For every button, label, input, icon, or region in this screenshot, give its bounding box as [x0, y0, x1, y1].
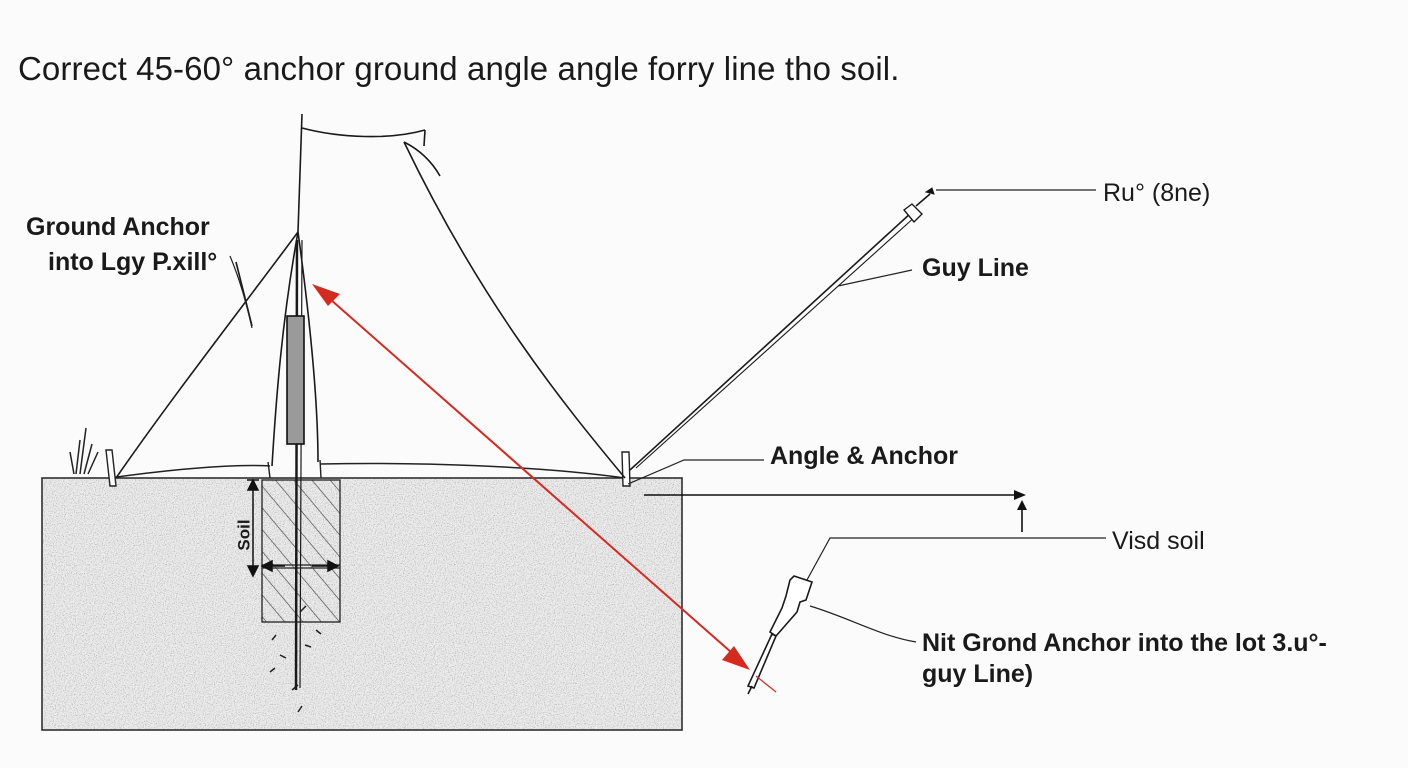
soil-dimension	[246, 478, 340, 578]
label-rue: Ru° (8ne)	[1103, 179, 1211, 207]
label-ground-anchor-sub: into Lgy P.xill°	[48, 248, 218, 276]
label-visd-soil: Visd soil	[1112, 527, 1205, 555]
label-ground-anchor: Ground Anchor	[26, 213, 210, 241]
leader-lines	[229, 189, 1106, 643]
central-anchor-pole	[286, 239, 305, 691]
label-angle-anchor: Angle & Anchor	[770, 442, 958, 470]
angle-indicator-arrow	[312, 284, 777, 693]
ground-anchor-icon	[746, 575, 814, 695]
label-nit-guy-line: guy Line)	[922, 660, 1034, 688]
guy-line	[629, 187, 935, 471]
ground-line	[109, 462, 626, 479]
surface-reference-arrow	[644, 490, 1027, 532]
grass-icon	[69, 427, 99, 475]
left-stake-icon	[105, 449, 117, 487]
diagram-title: Correct 45-60° anchor ground angle angle…	[18, 50, 900, 87]
tent-structure	[115, 113, 626, 479]
label-nit-ground-anchor: Nit Grond Anchor into the lot 3.u°-	[922, 629, 1327, 657]
label-soil-depth: Soil	[234, 519, 254, 551]
label-guy-line: Guy Line	[922, 254, 1029, 282]
soil-block	[41, 477, 683, 731]
right-stake-icon	[621, 451, 631, 487]
